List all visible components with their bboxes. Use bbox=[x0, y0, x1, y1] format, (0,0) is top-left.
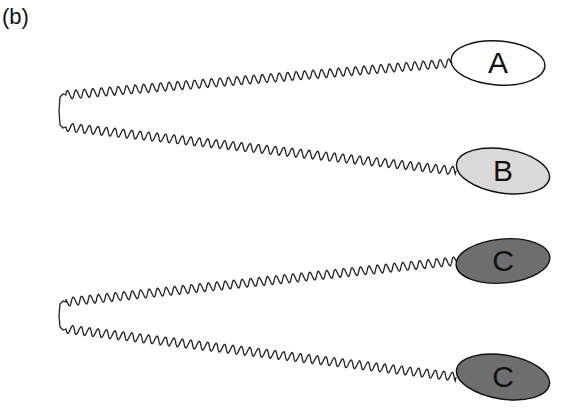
panel-label: (b) bbox=[2, 4, 29, 30]
bead-ellipse: C bbox=[455, 354, 551, 400]
joined-tails bbox=[59, 59, 456, 174]
bead-ellipse: B bbox=[455, 148, 551, 194]
bead-letter: B bbox=[493, 156, 513, 186]
joined-tails bbox=[59, 257, 456, 381]
bead-letter: A bbox=[488, 48, 508, 78]
bead-ellipse: C bbox=[455, 238, 551, 284]
bead-ellipse: A bbox=[450, 40, 546, 86]
bead-letter: C bbox=[492, 362, 514, 392]
ellipse-shape bbox=[453, 348, 553, 406]
ellipse-shape bbox=[454, 235, 551, 287]
bead-letter: C bbox=[492, 246, 514, 276]
ellipse-shape bbox=[453, 142, 553, 200]
ellipse-shape bbox=[450, 38, 547, 88]
